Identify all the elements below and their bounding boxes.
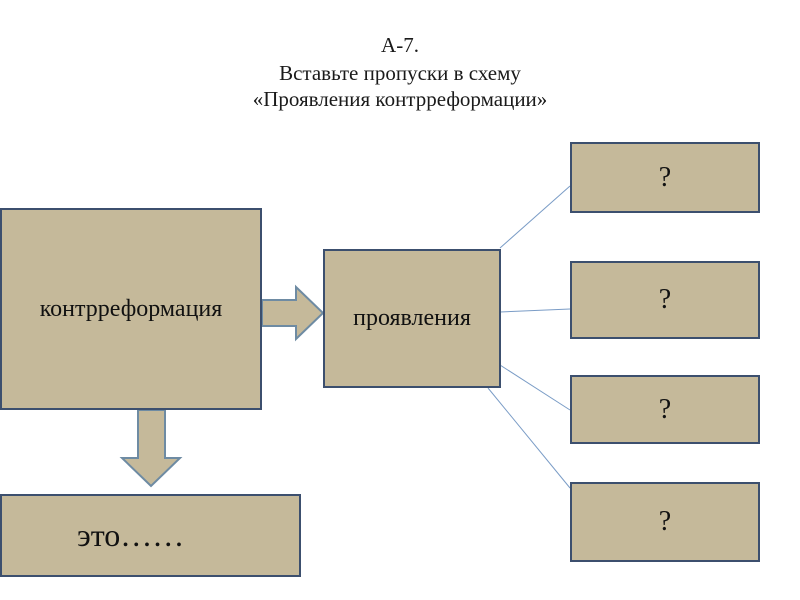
answer-box-2-label: ? [658, 284, 672, 315]
arrow-right-shape [261, 284, 325, 342]
main-box-label: контрреформация [39, 295, 223, 322]
slide-title-topic: «Проявления контрреформации» [252, 87, 548, 111]
connector-line-3 [499, 364, 571, 411]
connector-line-2 [499, 308, 571, 313]
connector-line-1 [499, 185, 571, 249]
main-box: контрреформация [0, 208, 262, 410]
center-box: проявления [323, 249, 501, 388]
bottom-box: это…… [0, 494, 301, 577]
answer-box-3-label: ? [658, 393, 672, 425]
answer-box-4: ? [570, 482, 760, 562]
connector-line-4 [487, 387, 571, 489]
bottom-box-label: это…… [77, 517, 185, 553]
slide-title-code: А-7. [381, 33, 419, 57]
answer-box-4-label: ? [658, 506, 672, 537]
answer-box-1-label: ? [658, 161, 672, 193]
answer-box-2: ? [570, 261, 760, 339]
arrow-down-shape [119, 409, 183, 488]
center-box-label: проявления [353, 305, 471, 331]
slide-title-instruction: Вставьте пропуски в схему [279, 61, 521, 85]
answer-box-3: ? [570, 375, 760, 444]
answer-box-1: ? [570, 142, 760, 213]
